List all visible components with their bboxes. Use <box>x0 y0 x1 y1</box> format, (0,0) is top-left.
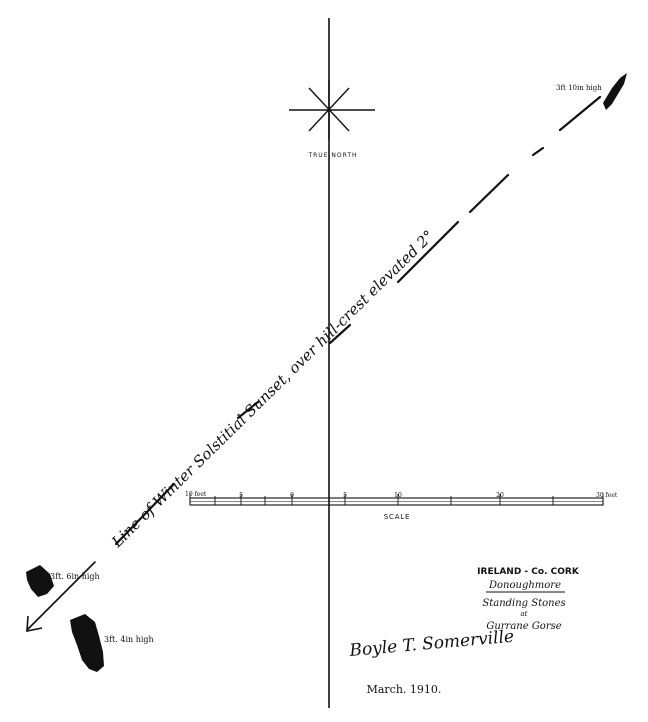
standing-stone-ne <box>603 73 627 110</box>
parish-title: Donoughmore <box>488 580 561 591</box>
scale-tick-label: 10 <box>394 492 402 499</box>
stone-ne-height-label: 3ft 10in high <box>556 84 602 92</box>
true-north-label: TRUE NORTH <box>307 152 357 159</box>
scale-tick-label: 30 feet <box>596 492 618 499</box>
arrow-head-icon <box>26 615 43 632</box>
sunset-line-label: Line of Winter Solstitial Sunset, over h… <box>107 227 437 552</box>
scale-tick-label: 20 <box>496 492 504 499</box>
title-block: IRELAND - Co. CORK Donoughmore Standing … <box>477 567 580 632</box>
drawing-date: March. 1910. <box>367 683 442 696</box>
scale-title: SCALE <box>384 513 410 521</box>
signature: Boyle T. Somerville <box>348 627 515 661</box>
stone-sw-2-height-label: 3ft. 4in high <box>104 635 154 644</box>
standing-stone-sw-2 <box>70 614 104 672</box>
stone-sw-1-height-label: 3ft. 6in high <box>50 572 100 581</box>
compass-star-icon <box>289 80 375 140</box>
subject-line-3: Gurrane Gorse <box>486 621 561 632</box>
subject-line-1: Standing Stones <box>482 598 565 609</box>
scale-tick-label: 5 <box>343 492 347 499</box>
subject-line-2: at <box>521 610 528 618</box>
county-title: IRELAND - Co. CORK <box>477 567 580 577</box>
scale-tick-label: 5 <box>239 492 243 499</box>
sunset-alignment-line <box>26 95 602 631</box>
scale-bar: 10 feet 5 0 5 10 20 30 feet SCALE <box>185 491 618 521</box>
scale-tick-label: 10 feet <box>185 491 207 498</box>
standing-stone-sw-1 <box>26 565 54 597</box>
scale-tick-label: 0 <box>290 492 294 499</box>
